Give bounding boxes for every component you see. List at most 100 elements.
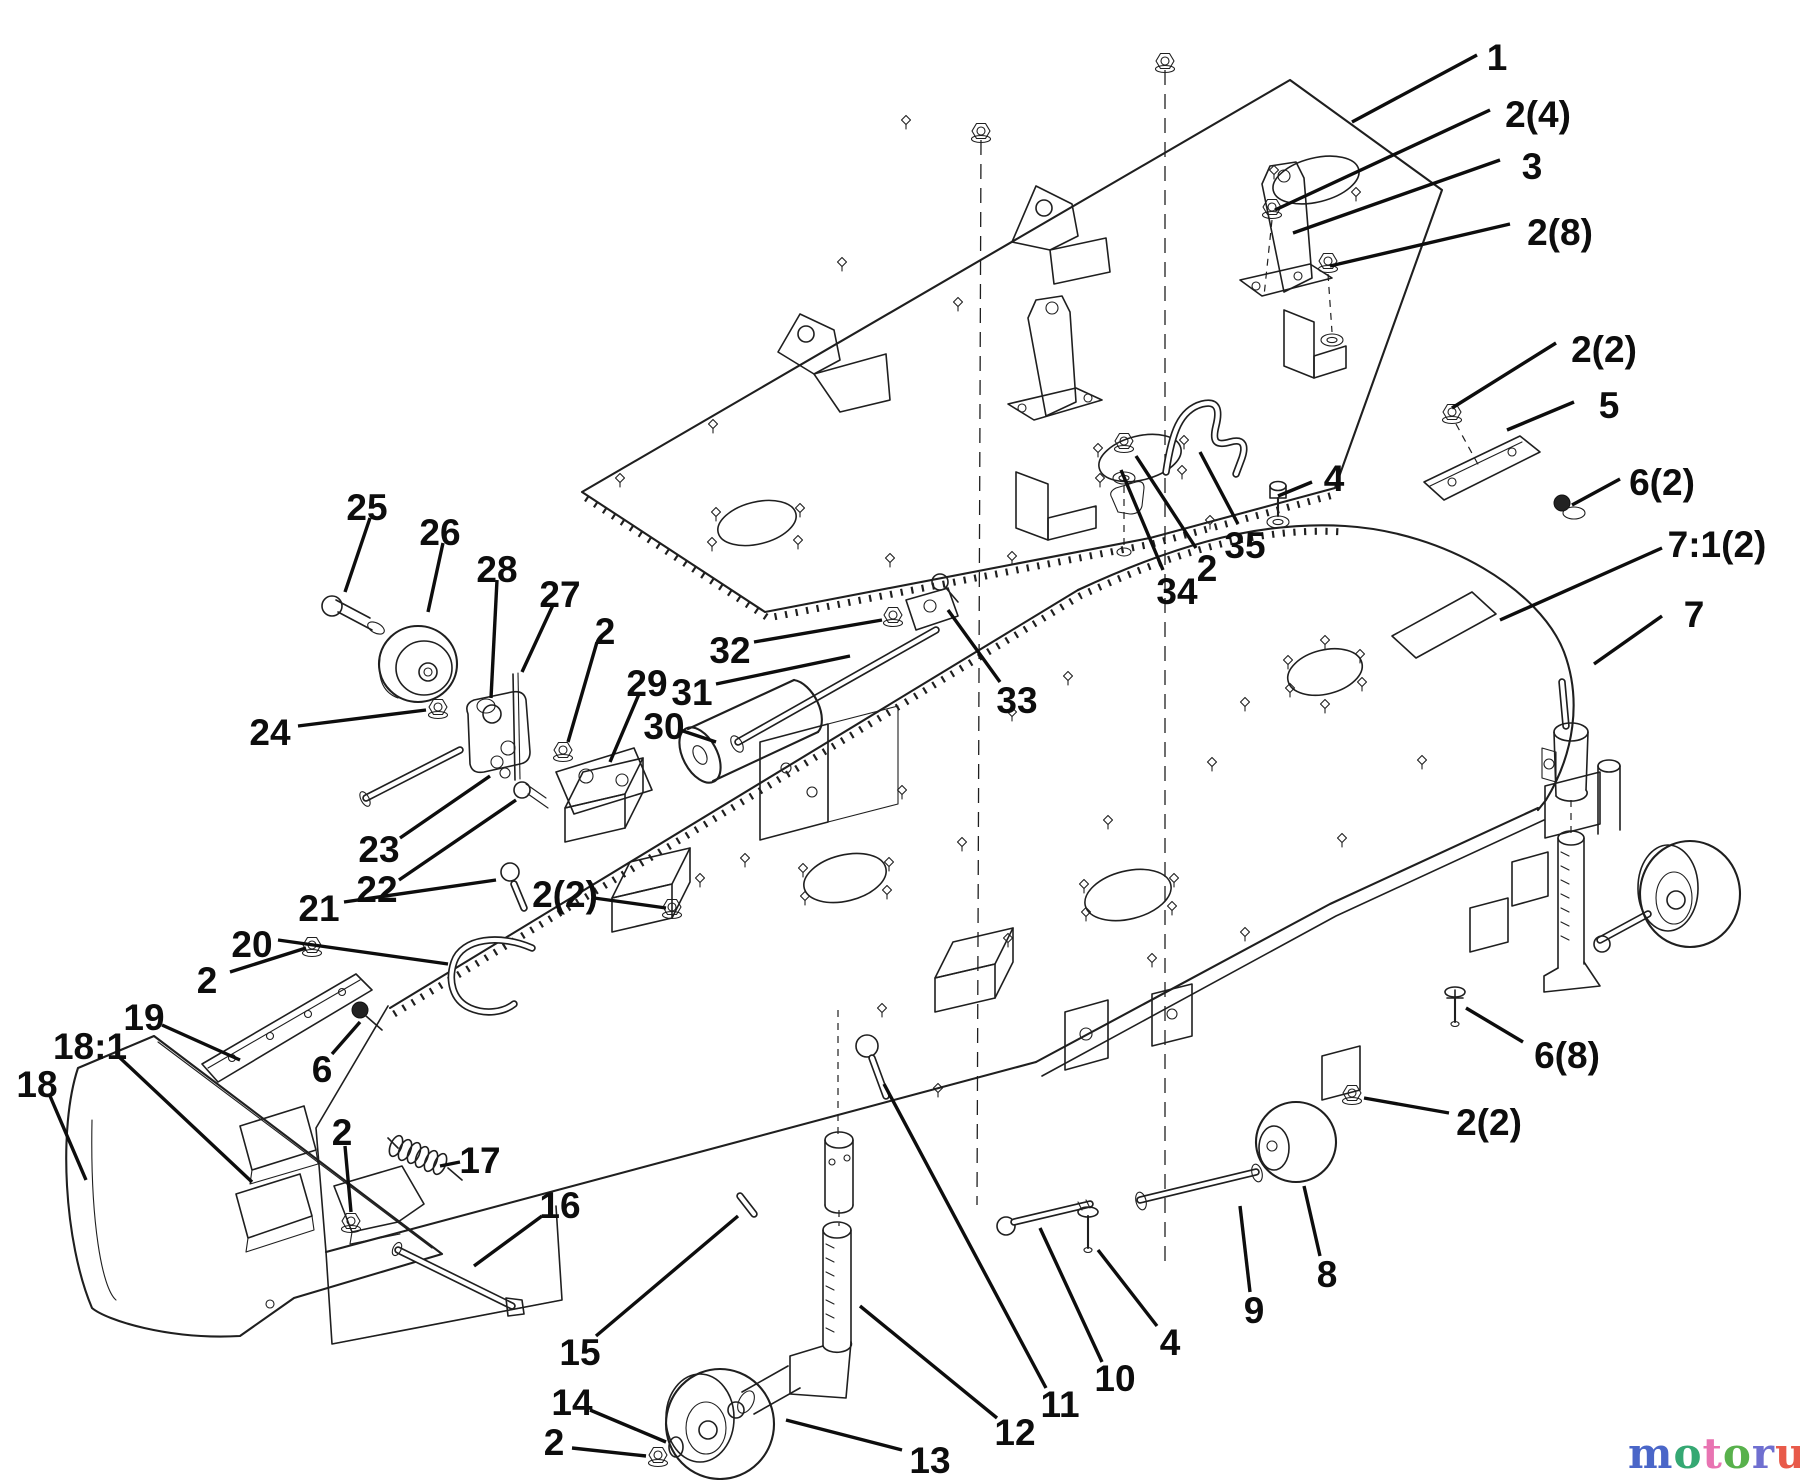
- part-number-label[interactable]: 1: [1487, 37, 1508, 78]
- part-number-label[interactable]: 18: [16, 1064, 57, 1105]
- part-number-label[interactable]: 35: [1224, 525, 1265, 566]
- leader-line: [1119, 469, 1165, 571]
- leader-line: [297, 708, 427, 728]
- part-number-label[interactable]: 6(8): [1534, 1035, 1600, 1076]
- deck-brackets: [564, 705, 1621, 1106]
- part-number-label[interactable]: 26: [419, 512, 460, 553]
- leader-line: [1096, 1248, 1159, 1328]
- part-number-label[interactable]: 2: [544, 1422, 565, 1463]
- part-number-label[interactable]: 30: [643, 706, 684, 747]
- part-number-label[interactable]: 20: [231, 924, 272, 965]
- part-number-label[interactable]: 2(2): [532, 874, 598, 915]
- leader-line: [330, 1020, 362, 1056]
- part-number-label[interactable]: 25: [346, 487, 387, 528]
- logo-letter: m: [1628, 1429, 1673, 1478]
- part-number-label[interactable]: 2(8): [1527, 212, 1593, 253]
- leader-line: [1134, 455, 1198, 549]
- part-number-label[interactable]: 2: [332, 1112, 353, 1153]
- part-number-label[interactable]: 4: [1324, 458, 1345, 499]
- part-number-label[interactable]: 19: [123, 997, 164, 1038]
- right-caster-assembly: [1541, 678, 1742, 993]
- part-number-label[interactable]: 27: [539, 574, 580, 615]
- motoruf-logo-text[interactable]: motoruf'.de: [1628, 1429, 1800, 1478]
- part-number-label[interactable]: 11: [1040, 1384, 1079, 1425]
- leader-line: [1238, 1205, 1252, 1293]
- part-number-label[interactable]: 17: [459, 1140, 500, 1181]
- z-bracket-and-hardware: [1110, 198, 1344, 557]
- part-number-label[interactable]: 6(2): [1629, 462, 1695, 503]
- leader-line: [1499, 546, 1663, 622]
- leader-line: [1277, 480, 1313, 498]
- leader-line: [1465, 1006, 1524, 1044]
- part-number-label[interactable]: 6: [312, 1049, 333, 1090]
- part-number-label[interactable]: 12: [994, 1412, 1035, 1453]
- leader-line: [1451, 341, 1557, 410]
- leader-line: [785, 1418, 903, 1452]
- part-number-label[interactable]: 21: [298, 888, 339, 929]
- leader-line: [679, 728, 717, 744]
- leader-line: [946, 609, 1002, 683]
- part-number-label[interactable]: 3: [1522, 146, 1543, 187]
- leader-line: [753, 618, 883, 644]
- part-number-label[interactable]: 2(2): [1456, 1102, 1522, 1143]
- part-number-label[interactable]: 32: [709, 630, 750, 671]
- leader-line: [398, 798, 517, 882]
- part-number-label[interactable]: 14: [551, 1382, 593, 1423]
- motoruf-logo[interactable]: motoruf'.de: [1628, 1429, 1800, 1478]
- part-labels-layer: 12(4)32(8)2(2)56(2)7:1(2)743523425262827…: [16, 37, 1766, 1480]
- gauge-wheel-assembly: [321, 595, 653, 815]
- leader-line: [343, 517, 372, 593]
- part-number-label[interactable]: 13: [909, 1440, 950, 1480]
- part-number-label[interactable]: 28: [476, 549, 517, 590]
- bottom-caster-assembly: [647, 1131, 854, 1480]
- part-number-label[interactable]: 33: [996, 680, 1037, 721]
- leader-line: [161, 1023, 241, 1062]
- leader-line: [1038, 1227, 1104, 1363]
- deflector-shield: [65, 973, 444, 1338]
- part-number-label[interactable]: 29: [626, 663, 667, 704]
- part-number-label[interactable]: 8: [1317, 1254, 1338, 1295]
- leader-line: [589, 1408, 667, 1444]
- part-number-label[interactable]: 18:1: [53, 1026, 127, 1067]
- part-number-label[interactable]: 23: [358, 829, 399, 870]
- leader-line: [399, 774, 491, 840]
- part-number-label[interactable]: 10: [1094, 1358, 1135, 1399]
- leader-line: [593, 896, 667, 910]
- leader-line: [1571, 477, 1621, 507]
- part-number-label[interactable]: 5: [1599, 385, 1620, 426]
- part-number-label[interactable]: 34: [1156, 571, 1198, 612]
- part-number-label[interactable]: 24: [249, 712, 291, 753]
- part-number-label[interactable]: 2(2): [1571, 329, 1637, 370]
- logo-letter: o: [1723, 1429, 1752, 1478]
- leader-line: [426, 542, 445, 613]
- leader-line: [1363, 1096, 1450, 1115]
- main-deck-shell: [315, 524, 1575, 1345]
- part-number-label[interactable]: 9: [1244, 1290, 1265, 1331]
- leader-line: [1302, 1185, 1322, 1257]
- part-number-label[interactable]: 7: [1684, 594, 1705, 635]
- leader-line: [715, 654, 851, 686]
- part-number-label[interactable]: 31: [671, 672, 712, 713]
- leader-line: [343, 878, 497, 904]
- part-number-label[interactable]: 7:1(2): [1668, 524, 1767, 565]
- roller-assembly: [678, 573, 959, 784]
- leader-line: [566, 641, 599, 743]
- lower-hardware: [855, 1034, 1338, 1254]
- leader-line: [608, 693, 641, 763]
- leader-line: [229, 946, 307, 974]
- part-number-label[interactable]: 16: [539, 1185, 580, 1226]
- part-number-label[interactable]: 2: [595, 611, 616, 652]
- top-cover-plate: [580, 78, 1444, 622]
- part-number-label[interactable]: 15: [559, 1332, 600, 1373]
- part-number-label[interactable]: 22: [356, 869, 397, 910]
- leader-line: [343, 1145, 353, 1213]
- part-number-label[interactable]: 2: [197, 960, 218, 1001]
- part-number-label[interactable]: 2(4): [1505, 94, 1571, 135]
- leader-line: [116, 1054, 254, 1184]
- leader-line: [520, 604, 555, 673]
- part-number-label[interactable]: 4: [1160, 1322, 1181, 1363]
- leader-line: [1506, 400, 1575, 432]
- part-number-label[interactable]: 2: [1197, 548, 1218, 589]
